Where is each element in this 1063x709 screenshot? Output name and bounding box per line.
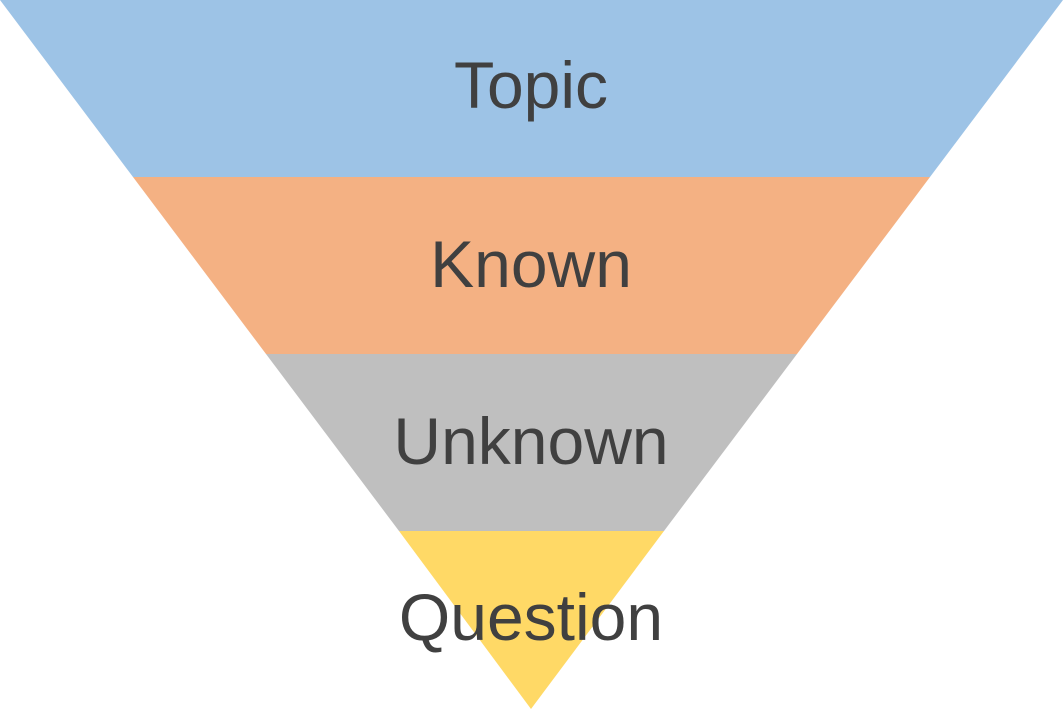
funnel-level-known — [133, 177, 930, 354]
funnel-label-topic: Topic — [454, 48, 608, 122]
funnel-level-unknown — [266, 354, 797, 531]
funnel-label-known: Known — [430, 227, 632, 301]
funnel-level-topic — [0, 0, 1063, 177]
funnel-level-question — [399, 531, 664, 709]
funnel-label-question: Question — [399, 580, 663, 654]
funnel-label-unknown: Unknown — [393, 404, 668, 478]
